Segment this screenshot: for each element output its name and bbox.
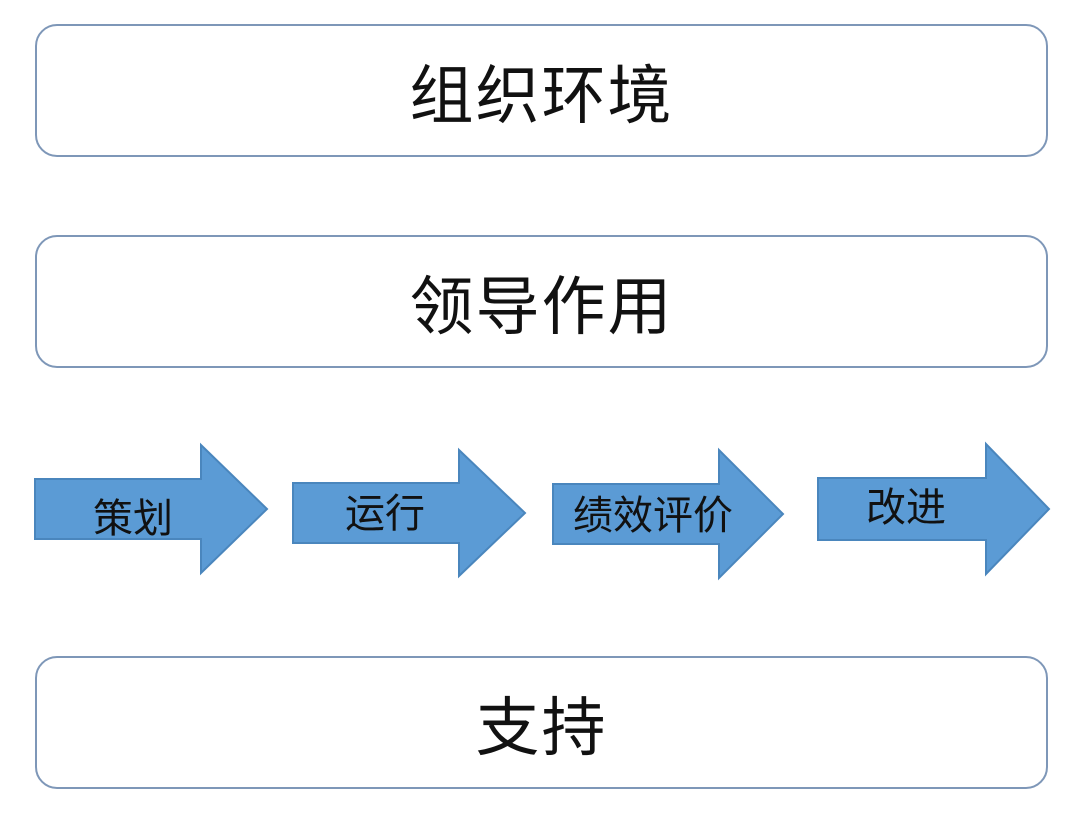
process-arrow-improvement-label: 改进 [866,485,946,531]
process-arrow-performance-evaluation-label: 绩效评价 [573,493,733,539]
process-arrow-planning: 策划 [34,442,269,576]
right-arrow-icon [292,447,527,579]
right-arrow-icon [552,447,785,581]
organizational-environment-label: 组织环境 [409,59,674,134]
process-arrow-improvement: 改进 [817,441,1051,577]
leadership-label: 领导作用 [409,270,674,345]
process-arrow-planning-label: 策划 [93,496,173,542]
support-box: 支持 [35,656,1048,789]
leadership-box: 领导作用 [35,235,1048,368]
support-label: 支持 [475,691,608,766]
organizational-environment-box: 组织环境 [35,24,1048,157]
process-arrow-operation-label: 运行 [345,491,425,537]
right-arrow-icon [34,442,269,576]
process-arrow-operation: 运行 [292,447,527,579]
process-arrow-performance-evaluation: 绩效评价 [552,447,785,581]
right-arrow-icon [817,441,1051,577]
